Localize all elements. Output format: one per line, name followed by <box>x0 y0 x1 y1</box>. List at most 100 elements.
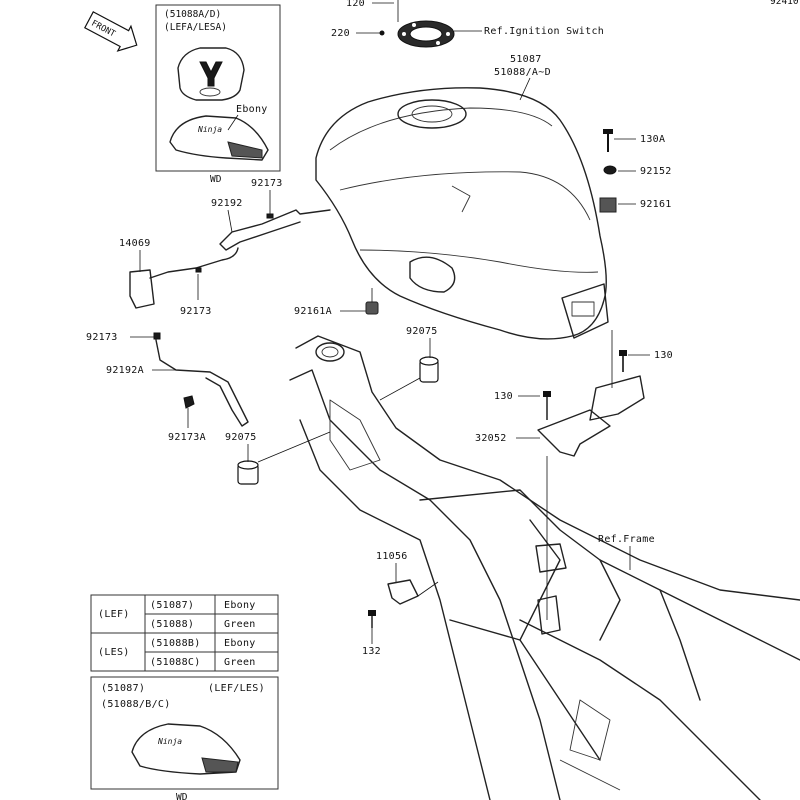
frame-crossmember <box>419 489 800 661</box>
damper-92075-bottom-icon <box>237 460 259 485</box>
callout-92192: 92192 <box>211 198 243 209</box>
ignition-switch-ring <box>397 20 455 48</box>
tank-rear-mount <box>561 283 609 339</box>
frame-pivot-plate <box>569 699 611 761</box>
tank-bracket <box>589 375 645 421</box>
leader-11056-2 <box>417 581 439 597</box>
tank-drain-fitting <box>451 185 471 213</box>
color-table: (LEF) (LES) (51087) (51088) (51088B) (51… <box>90 594 279 672</box>
damper-92075-top-icon <box>419 356 439 383</box>
inset-top-footer: WD <box>210 174 222 185</box>
frame-downtube <box>299 419 491 800</box>
inset-bottom-footer: WD <box>176 792 188 800</box>
tank-filler-neck <box>411 105 453 123</box>
color-table-color: Green <box>224 657 256 668</box>
damper-92161a-icon <box>365 301 379 315</box>
frame-rear-brace <box>519 519 561 641</box>
leader-tank <box>519 77 531 101</box>
frame-rear-rail <box>449 619 601 761</box>
color-table-color: Ebony <box>224 600 256 611</box>
callout-130a: 130A <box>640 134 665 145</box>
inset-bottom-line1: (51087) <box>101 683 145 694</box>
separator-14069 <box>129 269 155 309</box>
frame-gusset <box>329 399 381 471</box>
tank-contour-2 <box>339 171 591 221</box>
callout-92173-top: 92173 <box>251 178 283 189</box>
frame-lower-rail <box>559 759 621 791</box>
leader-92075-bottom-2 <box>257 431 331 463</box>
callout-14069: 14069 <box>119 238 151 249</box>
breather-hose-92192 <box>219 209 331 251</box>
callout-92173-left: 92173 <box>86 332 118 343</box>
bracket-11056 <box>387 579 419 605</box>
inset-top-line2: (LEFA/LESA) <box>164 22 227 33</box>
frame-side-brace <box>599 559 621 641</box>
callout-132: 132 <box>362 646 381 657</box>
frame-tab <box>535 543 567 573</box>
callout-92152: 92152 <box>640 166 672 177</box>
callout-51087: 51087 <box>510 54 542 65</box>
callout-92173-mid: 92173 <box>180 306 212 317</box>
collar-92152-icon <box>603 165 617 175</box>
callout-130-right: 130 <box>654 350 673 361</box>
clamp-92173-top-icon <box>266 213 274 219</box>
steering-head <box>315 342 345 362</box>
front-arrow-icon: FRONT <box>84 11 138 52</box>
tank-shell-dark-panel <box>227 141 263 159</box>
frame-main-upper <box>295 335 800 601</box>
callout-120: 120 <box>346 0 365 9</box>
color-table-part: (51087) <box>150 600 194 611</box>
color-table-part: (51088B) <box>150 638 201 649</box>
frame-side-brace-2 <box>659 589 701 701</box>
callout-32052: 32052 <box>475 433 507 444</box>
tank-contour-3 <box>359 249 599 273</box>
fuel-tank <box>315 87 609 340</box>
callout-92192a: 92192A <box>106 365 144 376</box>
leader-92075-top-2 <box>379 377 421 401</box>
inset-top-color-label: Ebony <box>236 104 268 115</box>
tank-shell-lef-les-panel <box>201 757 239 773</box>
drain-hose-92192a <box>155 339 249 427</box>
color-table-color: Green <box>224 619 256 630</box>
tank-shell-ebony <box>169 115 269 161</box>
tank-filler-opening <box>397 99 467 129</box>
inset-top-frame <box>155 4 281 172</box>
damper-92161-icon <box>599 197 617 213</box>
clip-92173a-icon <box>183 395 195 409</box>
washer-220-icon <box>379 30 385 36</box>
tank-side-bracket <box>409 256 456 293</box>
steering-head-bore <box>321 346 339 358</box>
color-table-group-lef: (LEF) <box>98 609 130 620</box>
bolt-130-mid-icon <box>543 391 551 420</box>
inset-variant-lef-les: (51087) (LEF/LES) (51088/B/C) Ninja WD <box>90 676 279 800</box>
tank-shell-lef-les <box>131 723 241 775</box>
motorcycle-frame <box>289 335 800 800</box>
callout-220: 220 <box>331 28 350 39</box>
inset-variant-lefa-lesa: (51088A/D) (LEFA/LESA) Ninja Ebony WD <box>155 4 281 185</box>
color-table-part: (51088) <box>150 619 194 630</box>
hose-14069-upper <box>149 247 239 279</box>
leader-inset-top-ebony <box>227 114 239 131</box>
callout-92075-bottom: 92075 <box>225 432 257 443</box>
frame-main-lower <box>289 369 561 800</box>
bolt-132-icon <box>368 610 376 628</box>
clamp-92173-mid-icon <box>195 267 202 273</box>
leader-92192 <box>227 209 233 233</box>
tank-rear-mount-slot <box>571 301 595 317</box>
bracket-32052-foot <box>537 595 561 635</box>
bolt-130a-icon <box>603 129 613 152</box>
callout-92173a: 92173A <box>168 432 206 443</box>
frame-rear-subframe <box>519 619 761 800</box>
callout-ref-frame: Ref.Frame <box>598 534 655 545</box>
color-table-part: (51088C) <box>150 657 201 668</box>
color-table-group-les: (LES) <box>98 647 130 658</box>
inset-top-line1: (51088A/D) <box>164 9 221 20</box>
clamp-92173-left-icon <box>153 332 161 340</box>
tank-contour-1 <box>329 107 553 151</box>
callout-92161a: 92161A <box>294 306 332 317</box>
bracket-32052 <box>537 409 611 457</box>
tank-cover-cap <box>199 87 221 97</box>
callout-11056: 11056 <box>376 551 408 562</box>
inset-bottom-frame <box>90 676 279 790</box>
